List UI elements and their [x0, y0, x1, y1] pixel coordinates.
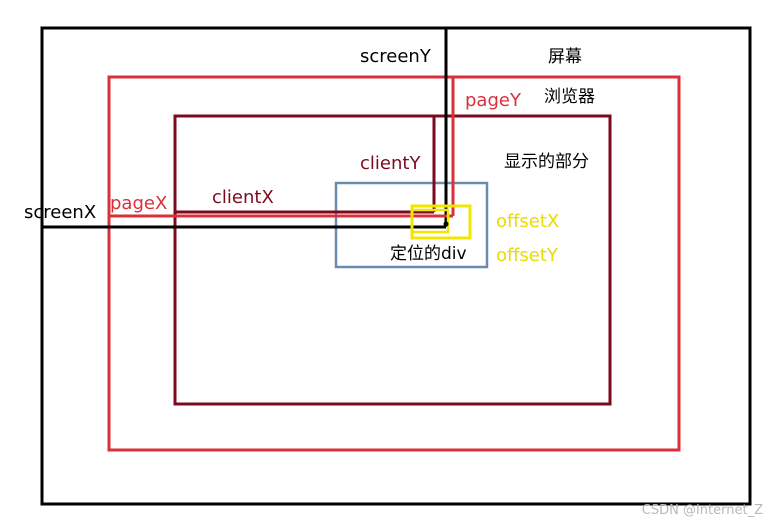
viewport-label: 显示的部分	[504, 152, 589, 172]
offset-box-inner	[410, 208, 450, 234]
mouse-point	[443, 221, 449, 227]
screeny-label: screenY	[360, 46, 432, 67]
offsetx-label: offsetX	[496, 211, 559, 232]
positioned-div-box	[334, 181, 489, 269]
clientx-label: clientX	[212, 187, 274, 208]
positioned-div-label: 定位的div	[390, 244, 467, 264]
watermark: CSDN @Internet_Z	[642, 503, 763, 518]
clienty-label: clientY	[360, 153, 421, 174]
browser-label: 浏览器	[544, 87, 595, 107]
screen-box	[40, 26, 752, 506]
viewport-box	[173, 114, 612, 406]
pagex-label: pageX	[110, 193, 167, 214]
screenx-label: screenX	[24, 202, 96, 223]
pagey-label: pageY	[465, 90, 522, 111]
browser-box	[107, 75, 681, 452]
screen-label: 屏幕	[548, 47, 582, 67]
offsety-label: offsetY	[496, 245, 559, 266]
